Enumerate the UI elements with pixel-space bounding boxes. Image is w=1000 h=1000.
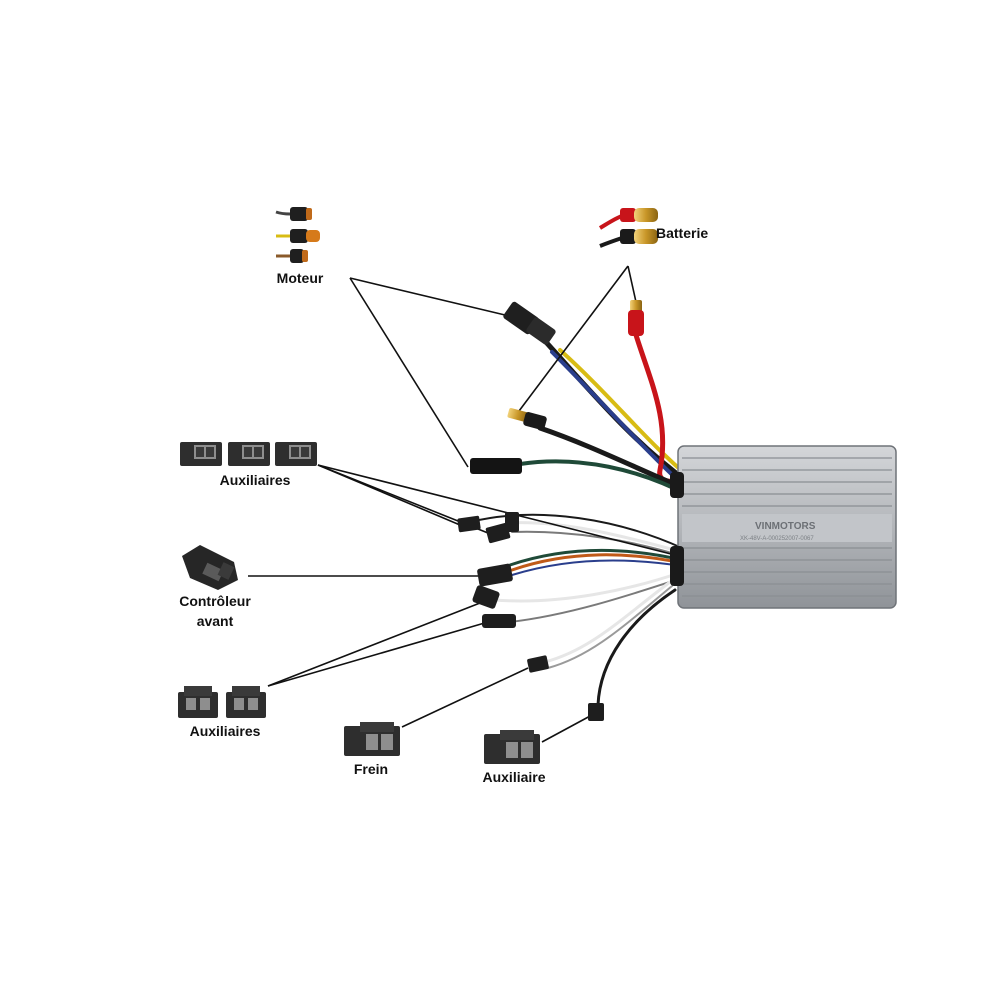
aux-bottom-connector bbox=[482, 614, 516, 628]
label-controleur-line1: Contrôleur bbox=[179, 593, 251, 609]
aux-top-connector-1 bbox=[457, 515, 481, 533]
label-auxiliaires-bottom: Auxiliaires bbox=[189, 723, 261, 739]
label-controleur-line2: avant bbox=[196, 613, 234, 629]
aux-top-connector-2 bbox=[485, 522, 511, 544]
front-controller-connector-2 bbox=[472, 585, 500, 609]
wire-aux-single bbox=[596, 588, 677, 707]
front-controller-connector-icon bbox=[182, 545, 238, 590]
auxiliaires-top-connector-icon bbox=[180, 442, 317, 466]
battery-connector-icon bbox=[598, 208, 658, 248]
motor-connector-icon bbox=[275, 207, 320, 263]
wire-aux-bottom-2 bbox=[509, 577, 683, 623]
label-controleur: Contrôleur avant bbox=[160, 591, 270, 631]
wire-brake-white bbox=[543, 580, 672, 664]
auxiliaire-connector-icon bbox=[484, 730, 540, 764]
wire-motor-yellow bbox=[558, 348, 692, 480]
wire-aux-bottom-1 bbox=[493, 570, 684, 603]
label-batterie: Batterie bbox=[656, 225, 709, 241]
label-moteur: Moteur bbox=[276, 270, 324, 286]
controller-brand: VINMOTORS bbox=[755, 521, 816, 532]
brake-harness-connector bbox=[527, 655, 549, 673]
aux-single-harness-connector bbox=[588, 703, 604, 721]
wire-brake-gray bbox=[547, 585, 673, 669]
battery-black-connector bbox=[507, 408, 547, 430]
controller-box: VINMOTORS XK-48V-A-000252007-0067 bbox=[670, 445, 897, 609]
label-auxiliaire: Auxiliaire bbox=[482, 769, 546, 785]
label-auxiliaires-top: Auxiliaires bbox=[219, 472, 291, 488]
controller-serial: XK-48V-A-000252007-0067 bbox=[740, 536, 814, 542]
leader-lines bbox=[248, 265, 676, 743]
wire-front-3 bbox=[511, 559, 683, 576]
wire-aux-top-2 bbox=[506, 521, 684, 554]
wire-battery-black bbox=[537, 425, 691, 493]
wire-front-1 bbox=[508, 549, 684, 567]
motor-phase-connector bbox=[503, 301, 556, 345]
wire-front-2 bbox=[510, 553, 684, 572]
aux-top-connector-3 bbox=[505, 512, 519, 532]
battery-red-connector bbox=[628, 300, 644, 336]
brake-connector-icon bbox=[344, 722, 400, 756]
harness-connectors bbox=[457, 300, 644, 721]
wire-motor-blue bbox=[550, 350, 688, 490]
auxiliaires-bottom-connector-icon bbox=[178, 686, 266, 718]
front-controller-connector-1 bbox=[477, 563, 513, 587]
wire-aux-top-3 bbox=[511, 530, 683, 557]
label-frein: Frein bbox=[353, 761, 389, 777]
motor-hall-connector bbox=[470, 458, 522, 474]
wire-aux-top-1 bbox=[469, 513, 683, 549]
wire-harness bbox=[469, 327, 693, 707]
